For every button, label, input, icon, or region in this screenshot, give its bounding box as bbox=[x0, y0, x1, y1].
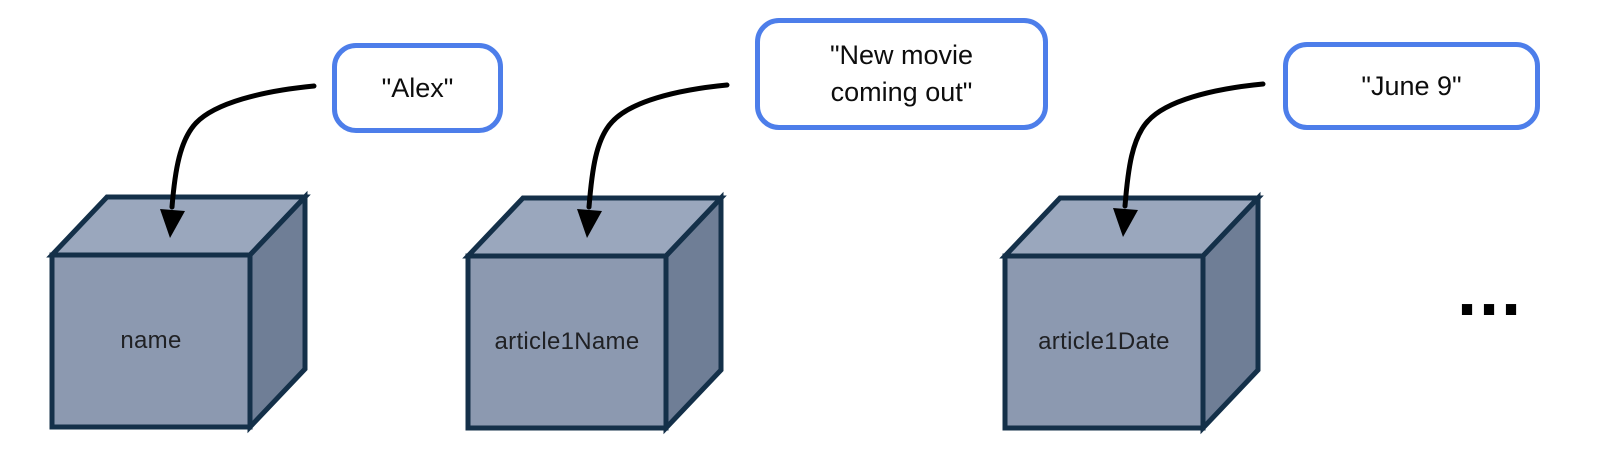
arrow-movie-to-article1name bbox=[577, 82, 730, 238]
cube-front-face bbox=[49, 252, 253, 430]
ellipsis-icon: ... bbox=[1456, 261, 1522, 329]
value-callout-article1name: "New movie coming out" bbox=[755, 18, 1048, 130]
arrow-head-icon bbox=[160, 209, 185, 238]
arrow-shaft bbox=[1122, 81, 1266, 209]
cube-article1name bbox=[462, 191, 727, 435]
arrow-shaft bbox=[586, 82, 730, 210]
cube-name bbox=[46, 190, 311, 434]
value-text: "New movie coming out" bbox=[829, 40, 974, 107]
value-callout-article1date: "June 9" bbox=[1283, 42, 1540, 130]
value-callout-name: "Alex" bbox=[332, 43, 503, 133]
value-text: "Alex" bbox=[381, 72, 454, 103]
cube-front-face bbox=[465, 253, 669, 431]
cube-front-face bbox=[1002, 253, 1206, 431]
arrow-shaft bbox=[169, 83, 317, 210]
arrow-june-to-article1date bbox=[1113, 81, 1266, 237]
cube-article1date bbox=[999, 191, 1264, 435]
value-text: "June 9" bbox=[1361, 70, 1462, 101]
arrow-alex-to-name bbox=[160, 83, 317, 238]
arrow-head-icon bbox=[1113, 208, 1138, 237]
arrow-head-icon bbox=[577, 209, 602, 238]
